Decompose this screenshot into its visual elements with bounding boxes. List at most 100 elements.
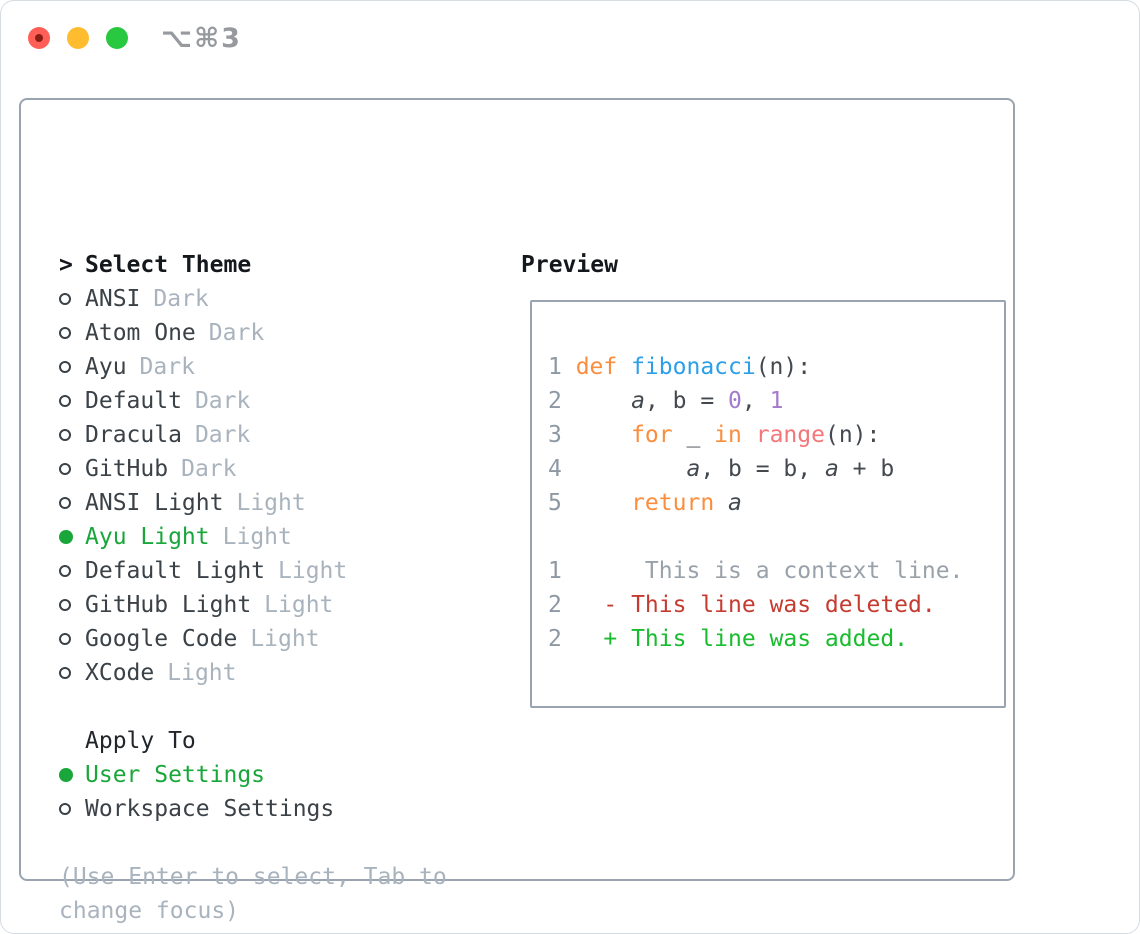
theme-name: Dracula (85, 422, 182, 448)
code-line: 5 return a (548, 486, 1004, 520)
theme-option-atom-one[interactable]: Atom One Dark (59, 316, 347, 350)
theme-option-xcode[interactable]: XCode Light (59, 656, 347, 690)
code-token: a (728, 490, 742, 516)
ring-icon (59, 633, 71, 645)
theme-name: Google Code (85, 626, 238, 652)
theme-variant-label: Dark (139, 354, 195, 380)
line-number: 1 (548, 558, 562, 584)
theme-variant-label: Light (236, 490, 306, 516)
code-token (576, 422, 631, 448)
code-token: (n): (824, 422, 881, 448)
line-number: 2 (548, 626, 562, 652)
code-token: 1 (769, 388, 784, 414)
ring-icon (59, 565, 71, 577)
ring-icon (59, 293, 71, 305)
theme-option-dracula[interactable]: Dracula Dark (59, 418, 347, 452)
code-token: a (686, 456, 701, 482)
line-number: 1 (548, 354, 562, 380)
theme-name: Default Light (85, 558, 266, 584)
theme-variant-label: Dark (194, 422, 251, 448)
code-token: fibonacci (631, 354, 756, 380)
blank-line (548, 520, 1004, 554)
radio-icon (59, 633, 85, 645)
radio-icon (59, 497, 85, 509)
theme-variant-label: Dark (153, 286, 209, 312)
apply-to-header-row: Apply To (59, 724, 334, 758)
line-number: 3 (548, 422, 562, 448)
theme-variant-label: Light (264, 592, 334, 618)
code-token (576, 490, 631, 516)
theme-name: XCode (85, 660, 155, 686)
theme-name: GitHub (85, 456, 169, 482)
diff-text: This is a context line. (575, 558, 964, 584)
code-token (576, 388, 631, 414)
line-number: 4 (548, 456, 562, 482)
code-token: for (631, 422, 673, 448)
theme-option-github-light[interactable]: GitHub Light Light (59, 588, 347, 622)
code-token: (n): (755, 354, 812, 380)
ring-icon (59, 599, 71, 611)
radio-icon (59, 565, 85, 577)
code-token: _ (672, 422, 715, 448)
theme-option-github[interactable]: GitHub Dark (59, 452, 347, 486)
code-line: 4 a, b = b, a + b (548, 452, 1004, 486)
theme-variant-label: Light (167, 660, 237, 686)
close-dot-icon (35, 34, 43, 42)
diff-text: + This line was added. (575, 626, 909, 652)
code-token (742, 422, 756, 448)
line-number: 5 (548, 490, 562, 516)
diff-line-context: 1 This is a context line. (548, 554, 1004, 588)
minimize-button[interactable] (67, 27, 89, 49)
code-line: 3 for _ in range(n): (548, 418, 1004, 452)
theme-name: GitHub Light (85, 592, 252, 618)
theme-variant-label: Light (222, 524, 292, 550)
apply-option-workspace-settings[interactable]: Workspace Settings (59, 792, 334, 826)
help-text: (Use Enter to select, Tab to change focu… (59, 864, 447, 924)
ring-icon (59, 327, 71, 339)
ring-icon (59, 463, 71, 475)
code-line: 2 a, b = 0, 1 (548, 384, 1004, 418)
line-number: 2 (548, 592, 562, 618)
theme-variant-label: Dark (181, 456, 237, 482)
theme-variant-label: Dark (208, 320, 265, 346)
window-controls (28, 27, 128, 49)
radio-icon (59, 361, 85, 373)
window-title: ⌥⌘3 (161, 23, 242, 54)
line-number: 2 (548, 388, 562, 414)
apply-option-label: Workspace Settings (85, 796, 335, 822)
ring-icon (59, 361, 71, 373)
ring-icon (59, 395, 71, 407)
theme-option-default-light[interactable]: Default Light Light (59, 554, 347, 588)
theme-variant-label: Light (278, 558, 348, 584)
code-token: a (824, 456, 839, 482)
radio-icon (59, 293, 85, 305)
ring-icon (59, 667, 71, 679)
ring-icon (59, 429, 71, 441)
diff-text: - This line was deleted. (575, 592, 936, 618)
code-token: , b = b, (700, 456, 825, 482)
apply-to-title: Apply To (85, 728, 196, 754)
theme-name: Atom One (85, 320, 196, 346)
theme-list-title: Select Theme (85, 252, 252, 278)
radio-icon (59, 803, 85, 815)
apply-option-label: User Settings (85, 762, 266, 788)
code-token: 0 (728, 388, 742, 414)
zoom-button[interactable] (106, 27, 128, 49)
apply-option-user-settings[interactable]: User Settings (59, 758, 334, 792)
theme-list-header: > Select Theme (59, 248, 347, 282)
cursor-cell: > (59, 252, 85, 278)
filled-dot-icon (59, 530, 73, 544)
radio-icon (59, 463, 85, 475)
close-button[interactable] (28, 27, 50, 49)
